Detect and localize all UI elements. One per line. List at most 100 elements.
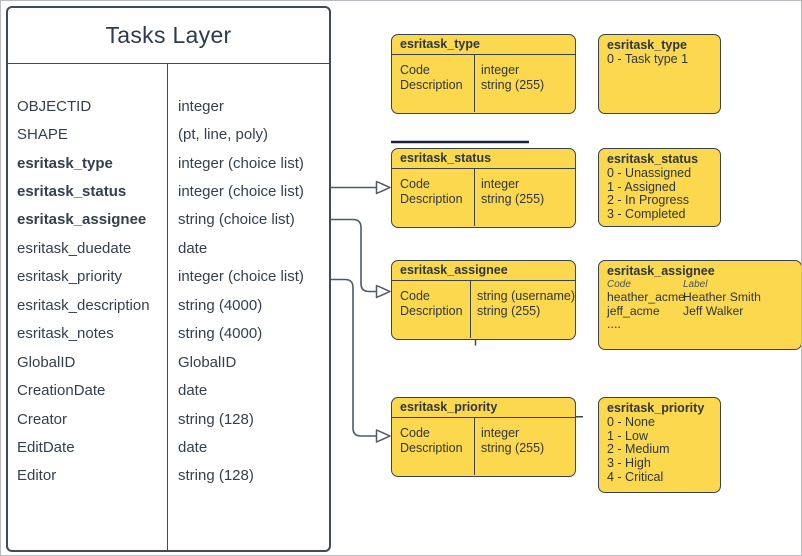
value-list-item: 2 - In Progress [607,193,689,208]
domain-field-column: Code Description [392,55,475,113]
field-type: date [178,239,208,257]
value-list-item: 2 - Medium [607,442,670,457]
domain-field-type: integer [481,63,520,77]
domain-field-type: string (255) [481,191,545,206]
field-type: string (choice list) [178,211,295,229]
domain-table-esritask-status: esritask_status Code Description integer… [391,148,576,228]
field-type: string (128) [178,410,254,428]
field-row: SHAPE (pt, line, poly) [8,120,329,148]
domain-field: Code [400,177,430,191]
ellipsis-text: .... [607,317,621,332]
value-list-esritask-type: esritask_type 0 - Task type 1 [598,34,721,114]
value-list-esritask-priority: esritask_priority 0 - None 1 - Low 2 - M… [598,397,721,493]
domain-field-type: string (255) [481,77,545,92]
open-arrowhead-icon [375,180,391,195]
field-name: esritask_notes [17,325,114,343]
domain-table-title: esritask_priority [392,398,575,418]
domain-table-body: Code Description integer string (255) [392,55,575,113]
field-row: esritask_status integer (choice list) [8,177,329,205]
domain-field-type: string (username) [477,289,575,303]
domain-field-type: string (255) [481,440,545,455]
field-type: integer (choice list) [178,268,304,286]
field-row: GlobalID GlobalID [8,348,329,376]
assignee-label: Jeff Walker [683,303,744,318]
domain-type-column: integer string (255) [475,418,544,475]
domain-table-body: Code Description integer string (255) [392,418,575,476]
field-row: esritask_assignee string (choice list) [8,206,329,234]
domain-table-title: esritask_status [392,149,575,169]
value-list-esritask-status: esritask_status 0 - Unassigned 1 - Assig… [598,148,721,227]
value-list-item: 1 - Low [607,428,648,443]
assignee-code: jeff_acme [607,303,660,318]
domain-field-type: integer [481,426,520,440]
field-row: esritask_type integer (choice list) [8,149,329,177]
domain-field: Description [400,77,463,92]
column-header: Code [607,278,631,290]
value-list-item: 4 - Critical [607,469,664,484]
field-name: CreationDate [17,382,106,400]
value-list-item: 1 - Assigned [607,179,676,194]
value-list-item: 0 - Task type 1 [607,51,689,66]
field-name: esritask_type [17,154,113,172]
field-row: CreationDate date [8,376,329,404]
field-row: esritask_description string (4000) [8,291,329,319]
column-divider [167,63,168,550]
field-row: EditDate date [8,433,329,461]
field-row: OBJECTID integer [8,92,329,120]
field-name: GlobalID [17,353,76,371]
field-name: OBJECTID [17,97,92,115]
field-name: Creator [17,410,68,428]
domain-field: Code [400,289,430,303]
title-divider [8,63,329,64]
value-list-column-headers: Code Label [607,279,793,291]
field-type: (pt, line, poly) [178,126,269,144]
tasks-layer-entity: Tasks Layer OBJECTID integer SHAPE (pt, … [6,6,331,552]
field-row: Editor string (128) [8,462,329,490]
domain-field-column: Code Description [392,281,472,339]
domain-field: Description [400,303,463,318]
field-type: string (4000) [178,296,263,314]
domain-field-column: Code Description [392,418,475,476]
field-name: SHAPE [17,126,68,144]
column-header: Label [683,278,708,290]
value-list-item: 0 - Unassigned [607,165,692,180]
value-list-item: 3 - Completed [607,207,686,222]
domain-table-esritask-assignee: esritask_assignee Code Description strin… [391,260,576,340]
field-name: Editor [17,467,57,485]
field-type: date [178,438,208,456]
value-list-title: esritask_priority [607,401,705,415]
value-list-item: 3 - High [607,456,651,471]
field-type: integer [178,97,224,115]
field-type: string (4000) [178,325,263,343]
domain-type-column: integer string (255) [475,169,544,226]
field-name: EditDate [17,438,75,456]
domain-table-esritask-type: esritask_type Code Description integer s… [391,34,576,114]
field-type: GlobalID [178,353,237,371]
open-arrowhead-icon [375,429,391,443]
field-type: integer (choice list) [178,154,304,172]
value-list-title: esritask_assignee [607,264,715,278]
field-type: string (128) [178,467,254,485]
connector-assignee-line [331,218,376,293]
field-name: esritask_description [17,296,150,314]
value-list-title: esritask_type [607,38,687,52]
domain-field: Code [400,426,430,440]
divider-overshoot-lines [474,339,583,418]
domain-type-column: string (username) string (255) [471,281,575,338]
field-row: esritask_duedate date [8,234,329,262]
domain-field-type: integer [481,177,520,191]
domain-table-title: esritask_type [392,35,575,55]
domain-field: Description [400,440,463,455]
field-type: date [178,382,208,400]
domain-table-body: Code Description string (username) strin… [392,281,575,339]
field-name: esritask_duedate [17,239,132,257]
field-row: esritask_notes string (4000) [8,320,329,348]
domain-field: Code [400,63,430,77]
connector-priority-line [331,278,376,437]
value-list-item: 0 - None [607,414,655,429]
open-arrowhead-icon [375,284,391,299]
domain-table-title: esritask_assignee [392,261,575,281]
field-name: esritask_status [17,183,127,201]
